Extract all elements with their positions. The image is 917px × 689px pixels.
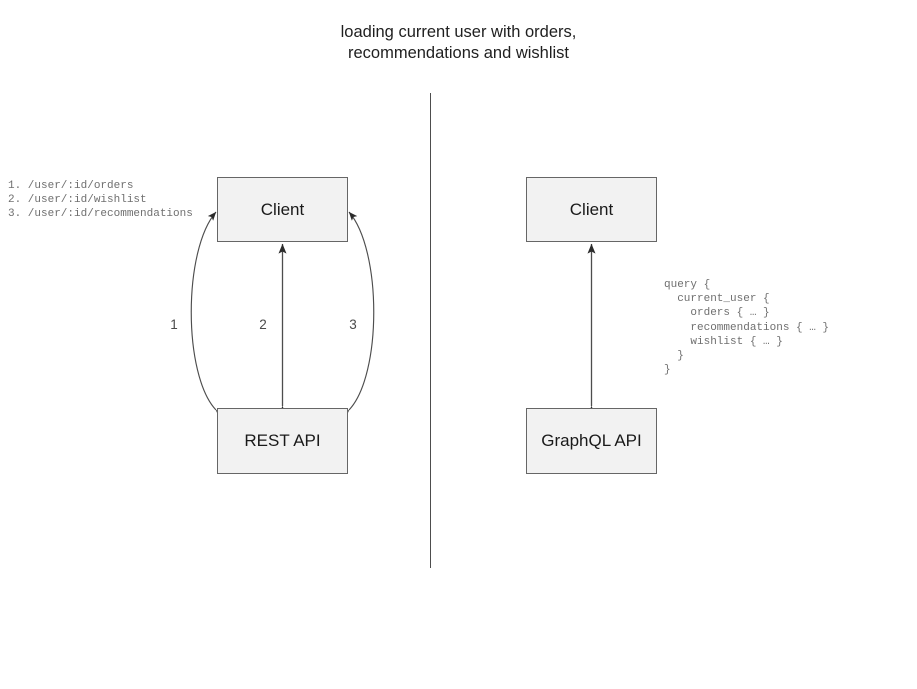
node-graphql-client-label: Client: [569, 199, 614, 219]
edge-label-1: 1: [170, 317, 178, 332]
node-rest-client[interactable]: Client: [217, 177, 348, 242]
edge-3-curve: [340, 211, 375, 419]
node-graphql-api-label: GraphQL API: [541, 431, 642, 450]
rest-endpoints-list: 1. /user/:id/orders 2. /user/:id/wishlis…: [8, 180, 193, 221]
node-rest-client-label: Client: [260, 199, 305, 219]
node-rest-api-label: REST API: [244, 431, 321, 450]
diagram-title: loading current user with orders, recomm…: [340, 23, 577, 62]
panel-divider: [430, 93, 431, 568]
edge-1-curve: [190, 211, 225, 419]
graphql-query-snippet: query { current_user { orders { … } reco…: [664, 279, 830, 377]
edge-label-3: 3: [349, 317, 357, 332]
node-graphql-api[interactable]: GraphQL API: [526, 408, 657, 474]
edge-label-2: 2: [259, 317, 267, 332]
node-graphql-client[interactable]: Client: [526, 177, 657, 242]
node-rest-api[interactable]: REST API: [217, 408, 348, 474]
